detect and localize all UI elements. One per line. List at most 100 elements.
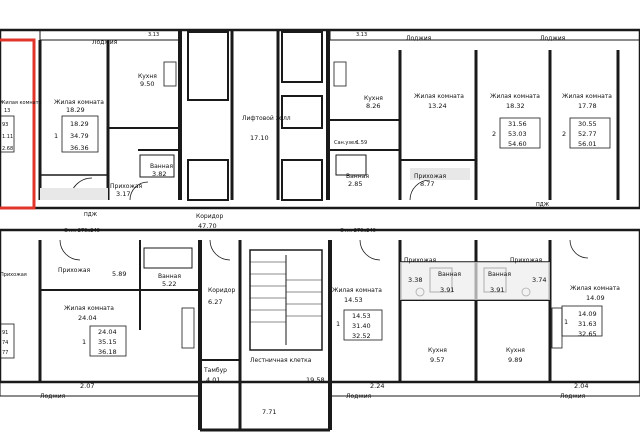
svg-text:32.52: 32.52 bbox=[352, 332, 371, 340]
svg-text:Лоджия: Лоджия bbox=[40, 393, 66, 400]
svg-text:Жилая комната: Жилая комната bbox=[490, 93, 540, 100]
svg-text:2: 2 bbox=[562, 130, 566, 138]
svg-text:1: 1 bbox=[564, 318, 568, 326]
highlight-outline bbox=[0, 38, 36, 210]
svg-text:36.36: 36.36 bbox=[70, 144, 89, 152]
svg-text:3.38: 3.38 bbox=[408, 276, 422, 284]
svg-text:Кухня: Кухня bbox=[506, 347, 525, 354]
svg-text:Жилая комната: Жилая комната bbox=[332, 287, 382, 294]
svg-text:1: 1 bbox=[336, 320, 340, 328]
svg-text:Ванная: Ванная bbox=[488, 271, 511, 278]
svg-text:Прихожая: Прихожая bbox=[404, 257, 437, 264]
svg-text:2.04: 2.04 bbox=[574, 382, 588, 390]
svg-text:14.09: 14.09 bbox=[578, 310, 597, 318]
svg-text:Прихожая: Прихожая bbox=[110, 183, 143, 190]
svg-text:14.53: 14.53 bbox=[344, 296, 363, 304]
svg-text:3.91: 3.91 bbox=[490, 286, 504, 294]
svg-text:Кухня: Кухня bbox=[138, 73, 157, 80]
svg-text:31.56: 31.56 bbox=[508, 120, 527, 128]
svg-text:9.57: 9.57 bbox=[430, 356, 444, 364]
svg-text:32.65: 32.65 bbox=[578, 330, 597, 338]
svg-text:3.91: 3.91 bbox=[440, 286, 454, 294]
svg-text:Прихожая: Прихожая bbox=[510, 257, 543, 264]
svg-text:18.29: 18.29 bbox=[66, 106, 85, 114]
svg-text:Прихожая: Прихожая bbox=[414, 173, 447, 180]
svg-text:91: 91 bbox=[2, 330, 8, 336]
svg-text:34.79: 34.79 bbox=[70, 132, 89, 140]
svg-text:9.50: 9.50 bbox=[140, 80, 154, 88]
svg-text:56.01: 56.01 bbox=[578, 140, 597, 148]
svg-text:18.32: 18.32 bbox=[506, 102, 525, 110]
svg-text:3.82: 3.82 bbox=[152, 170, 166, 178]
svg-text:30.55: 30.55 bbox=[578, 120, 597, 128]
svg-text:Жилая комната: Жилая комната bbox=[570, 285, 620, 292]
svg-text:2: 2 bbox=[492, 130, 496, 138]
svg-text:24.04: 24.04 bbox=[98, 328, 117, 336]
svg-text:Ванная: Ванная bbox=[150, 163, 173, 170]
svg-text:Лоджия: Лоджия bbox=[560, 393, 586, 400]
svg-text:ПДЖ: ПДЖ bbox=[536, 202, 550, 208]
svg-text:Коридор: Коридор bbox=[208, 287, 235, 294]
svg-text:17.10: 17.10 bbox=[250, 134, 269, 142]
svg-text:Лоджия: Лоджия bbox=[540, 35, 566, 42]
svg-text:1.59: 1.59 bbox=[356, 140, 367, 146]
svg-text:Лоджия: Лоджия bbox=[406, 35, 432, 42]
svg-text:2.85: 2.85 bbox=[348, 180, 362, 188]
svg-text:Кухня: Кухня bbox=[364, 95, 383, 102]
svg-text:Прихожая: Прихожая bbox=[58, 267, 91, 274]
svg-text:8.26: 8.26 bbox=[366, 102, 380, 110]
svg-text:3.17: 3.17 bbox=[116, 190, 130, 198]
svg-text:77: 77 bbox=[2, 350, 8, 356]
svg-text:13: 13 bbox=[4, 108, 10, 114]
svg-text:1.11: 1.11 bbox=[2, 134, 13, 140]
svg-text:Жилая комната: Жилая комната bbox=[0, 100, 42, 106]
corridor-label: Коридор bbox=[196, 213, 223, 220]
svg-text:Лестничная клетка: Лестничная клетка bbox=[250, 357, 312, 364]
svg-text:1: 1 bbox=[82, 338, 86, 346]
svg-text:93: 93 bbox=[2, 122, 8, 128]
svg-text:5.22: 5.22 bbox=[162, 280, 176, 288]
svg-text:Сан.узел: Сан.узел bbox=[334, 140, 357, 146]
svg-text:35.15: 35.15 bbox=[98, 338, 117, 346]
svg-text:Ванная: Ванная bbox=[158, 273, 181, 280]
svg-text:Ванная: Ванная bbox=[438, 271, 461, 278]
svg-text:2.24: 2.24 bbox=[370, 382, 384, 390]
lift-hall-label: Лифтовой холл bbox=[242, 115, 291, 122]
svg-text:31.40: 31.40 bbox=[352, 322, 371, 330]
svg-text:1: 1 bbox=[54, 132, 58, 140]
svg-text:9.89: 9.89 bbox=[508, 356, 522, 364]
loggia-left-label: Лоджия bbox=[92, 39, 118, 46]
svg-text:36.18: 36.18 bbox=[98, 348, 117, 356]
svg-text:Жилая комната: Жилая комната bbox=[54, 99, 104, 106]
svg-text:17.78: 17.78 bbox=[578, 102, 597, 110]
svg-text:ПДЖ: ПДЖ bbox=[84, 212, 98, 218]
svg-text:18.29: 18.29 bbox=[70, 120, 89, 128]
svg-text:24.04: 24.04 bbox=[78, 314, 97, 322]
svg-text:Жилая комната: Жилая комната bbox=[562, 93, 612, 100]
svg-text:74: 74 bbox=[2, 340, 8, 346]
svg-text:3.13: 3.13 bbox=[356, 32, 367, 38]
svg-text:Жилая комната: Жилая комната bbox=[414, 93, 464, 100]
svg-text:53.03: 53.03 bbox=[508, 130, 527, 138]
svg-text:14.53: 14.53 bbox=[352, 312, 371, 320]
svg-text:Кухня: Кухня bbox=[428, 347, 447, 354]
svg-text:Отм. 270х240: Отм. 270х240 bbox=[340, 228, 376, 234]
svg-text:47.70: 47.70 bbox=[198, 222, 217, 230]
svg-text:8.77: 8.77 bbox=[420, 180, 434, 188]
svg-text:Прихожая: Прихожая bbox=[0, 272, 27, 278]
svg-text:Тамбур: Тамбур bbox=[203, 367, 227, 374]
svg-text:2.07: 2.07 bbox=[80, 382, 94, 390]
svg-text:Лоджия: Лоджия bbox=[346, 393, 372, 400]
svg-text:2.68: 2.68 bbox=[2, 146, 13, 152]
svg-text:3.13: 3.13 bbox=[148, 32, 159, 38]
svg-text:31.63: 31.63 bbox=[578, 320, 597, 328]
top-wing-outline bbox=[0, 28, 640, 210]
svg-text:13.24: 13.24 bbox=[428, 102, 447, 110]
svg-text:5.89: 5.89 bbox=[112, 270, 126, 278]
svg-text:52.77: 52.77 bbox=[578, 130, 597, 138]
svg-text:19.58: 19.58 bbox=[306, 376, 325, 384]
svg-text:4.01: 4.01 bbox=[206, 376, 220, 384]
svg-text:Отм. 270х240: Отм. 270х240 bbox=[64, 228, 100, 234]
svg-text:54.60: 54.60 bbox=[508, 140, 527, 148]
